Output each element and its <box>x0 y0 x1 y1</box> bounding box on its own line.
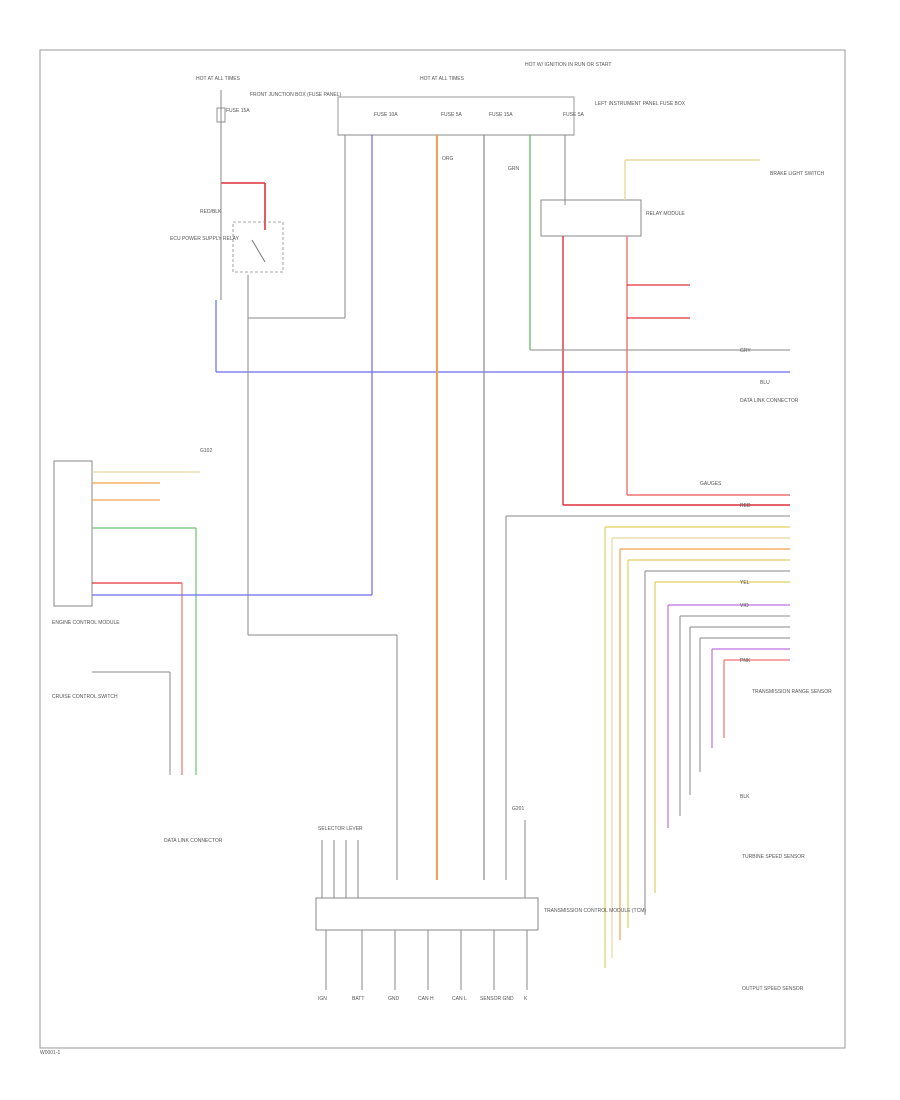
cruise-control-switch-label: CRUISE CONTROL SWITCH <box>52 694 118 700</box>
transmission-control-module-box <box>315 897 539 931</box>
label-fuse-panel-right: LEFT INSTRUMENT PANEL FUSE BOX <box>595 101 686 107</box>
fuse-5-label: FUSE 5A <box>563 112 585 118</box>
label-hot-mid: HOT AT ALL TIMES <box>420 76 465 82</box>
tag-pnk: PNK <box>740 658 751 664</box>
tag-org: ORG <box>442 156 454 162</box>
diagram-frame <box>39 49 846 1049</box>
fuse-left-symbol <box>216 107 226 123</box>
tag-blu: BLU <box>760 380 770 386</box>
data-link-connector-bottom-label: DATA LINK CONNECTOR <box>164 838 223 844</box>
relay-module-right <box>540 199 642 237</box>
fuse-left-label: FUSE 15A <box>226 108 250 114</box>
tcm-pin-can-l-label: CAN L <box>452 996 467 1002</box>
tag-grn: GRN <box>508 166 520 172</box>
tag-vio: VIO <box>740 603 749 609</box>
tcm-pin-gnd-label: GND <box>388 996 400 1002</box>
tcm-pin-can-h-label: CAN H <box>418 996 434 1002</box>
tag-gry: GRY <box>740 348 751 354</box>
tcm-pin-k-label: K <box>524 996 528 1002</box>
label-hot-left: HOT AT ALL TIMES <box>196 76 241 82</box>
relay-left-box <box>232 221 284 273</box>
tcm-pin-batt-label: BATT <box>352 996 364 1002</box>
label-hot-ign: HOT W/ IGNITION IN RUN OR START <box>525 62 611 68</box>
engine-control-module-box <box>53 460 93 607</box>
ground-right-label: G201 <box>512 806 524 812</box>
relay-module-right-label: RELAY MODULE <box>646 211 685 217</box>
relay-left-switch <box>251 239 266 263</box>
relay-left-label: ECU POWER SUPPLY RELAY <box>170 236 240 242</box>
brake-light-switch-label: BRAKE LIGHT SWITCH <box>770 171 824 177</box>
data-link-connector-label: DATA LINK CONNECTOR <box>740 398 799 404</box>
tcm-pin-sensor-gnd-label: SENSOR GND <box>480 996 514 1002</box>
selector-lever-label: SELECTOR LEVER <box>318 826 363 832</box>
label-fuse-panel-left: FRONT JUNCTION BOX (FUSE PANEL) <box>250 92 342 98</box>
ground-left-label: G102 <box>200 448 212 454</box>
footer-code: W0001-1 <box>40 1050 61 1056</box>
gauges-label: GAUGES <box>700 481 722 487</box>
engine-control-module-label: ENGINE CONTROL MODULE <box>52 620 120 626</box>
transmission-range-sensor-label: TRANSMISSION RANGE SENSOR <box>752 689 832 695</box>
tag-blk: BLK <box>740 794 750 800</box>
transmission-control-module-label: TRANSMISSION CONTROL MODULE (TCM) <box>544 908 646 914</box>
turbine-speed-sensor-label: TURBINE SPEED SENSOR <box>742 854 805 860</box>
tag-red: RED <box>740 503 751 509</box>
fuse-3-label: FUSE 5A <box>441 112 463 118</box>
fuse-2-label: FUSE 10A <box>374 112 398 118</box>
tag-red-blk: RED/BLK <box>200 209 222 215</box>
tcm-pin-ign-label: IGN <box>318 996 327 1002</box>
output-speed-sensor-label: OUTPUT SPEED SENSOR <box>742 986 804 992</box>
tag-yel: YEL <box>740 580 750 586</box>
fuse-4-label: FUSE 15A <box>489 112 513 118</box>
